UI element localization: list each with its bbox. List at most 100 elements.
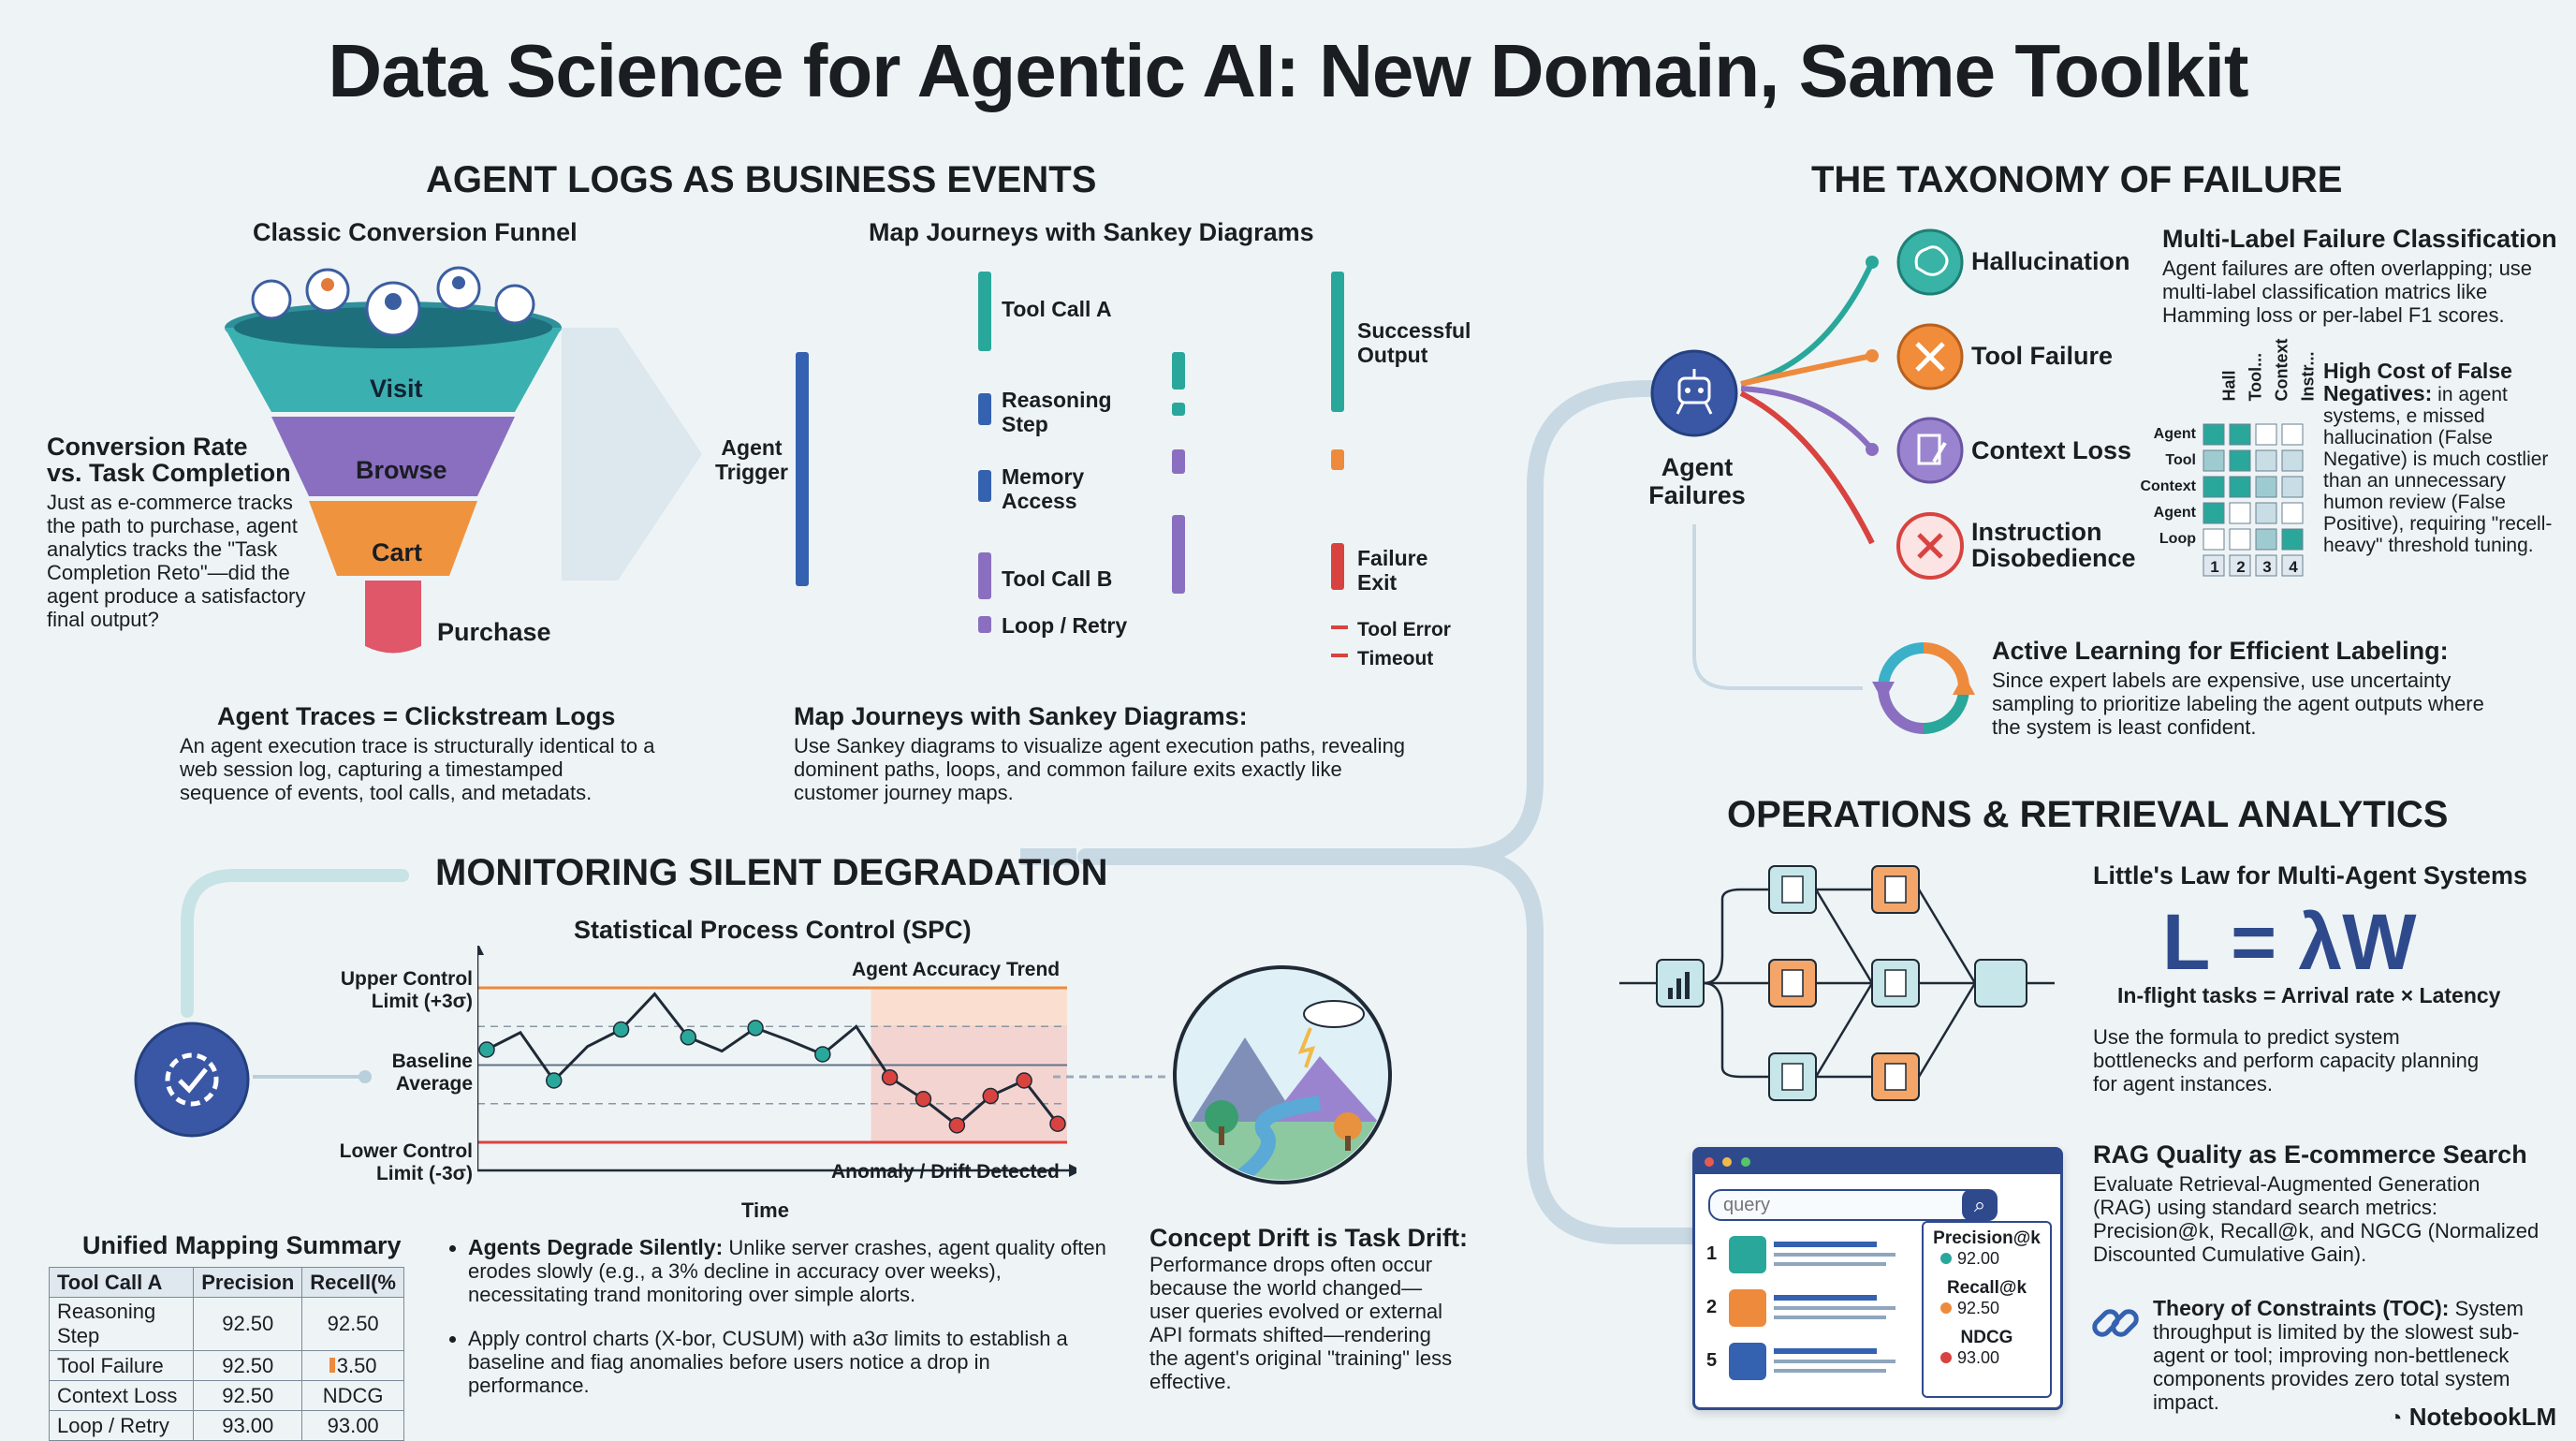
data-point bbox=[546, 1072, 563, 1089]
matrix-col-3: Context bbox=[2272, 338, 2291, 402]
failure-hallucination: Hallucination bbox=[1971, 247, 2130, 275]
drift-text: Performance drops often occur because th… bbox=[1149, 1253, 1453, 1393]
sankey-node-tool-b: Tool Call B bbox=[1002, 566, 1113, 591]
active-learning-text: Since expert labels are expensive, use u… bbox=[1992, 669, 2484, 739]
logs-heading: AGENT LOGS AS BUSINESS EVENTS bbox=[426, 159, 1097, 200]
table-cell: Tool Failure bbox=[48, 1350, 195, 1381]
sankey-node-memory: Memory Access bbox=[1002, 464, 1085, 513]
spc-title: Statistical Process Control (SPC) bbox=[574, 916, 972, 944]
table-row: Context Loss 92.50 NDCG bbox=[48, 1380, 404, 1411]
result-2-list-icon[interactable] bbox=[1729, 1289, 1766, 1327]
drift-title: Concept Drift is Task Drift: bbox=[1149, 1224, 1469, 1252]
matrix-row-1: Agent bbox=[2153, 426, 2196, 442]
bullet-1-title: Agents Degrade Silently: bbox=[468, 1235, 724, 1259]
lcl-label: Lower Control Limit (-3σ) bbox=[339, 1140, 473, 1184]
taxonomy-center-label-2: Failures bbox=[1648, 481, 1746, 509]
mapping-summary-table: Tool Call A Precision Recell(% Reasoning… bbox=[48, 1267, 404, 1441]
summary-title: Unified Mapping Summary bbox=[82, 1231, 402, 1259]
degradation-bullets: Agents Degrade Silently: Unlike server c… bbox=[447, 1236, 1114, 1418]
data-point bbox=[982, 1087, 999, 1105]
result-rank-3: 5 bbox=[1706, 1350, 1718, 1371]
result-1-search-icon[interactable] bbox=[1729, 1236, 1766, 1273]
traces-text: An agent execution trace is structurally… bbox=[180, 734, 655, 804]
multilabel-text: Agent failures are often overlapping; us… bbox=[2162, 257, 2533, 327]
data-point bbox=[478, 1041, 495, 1058]
rag-search-window: ⌕ 1 2 5 Precision@k 92.00 Recall@k 92.50… bbox=[1692, 1147, 2063, 1410]
search-button[interactable]: ⌕ bbox=[1962, 1189, 1998, 1221]
toc-text: System throughput is limited by the slow… bbox=[2153, 1297, 2524, 1414]
data-point bbox=[747, 1020, 764, 1037]
data-point bbox=[881, 1068, 899, 1086]
document-edit-icon bbox=[1896, 417, 1964, 484]
false-negative-title-2: Negatives: bbox=[2323, 381, 2433, 405]
data-point bbox=[1049, 1115, 1066, 1132]
table-row: Loop / Retry 93.00 93.00 bbox=[48, 1410, 404, 1441]
littles-law-caption: In-flight tasks = Arrival rate × Latency bbox=[2117, 983, 2501, 1007]
matrix-row-4: Agent bbox=[2153, 505, 2196, 521]
failure-tool: Tool Failure bbox=[1971, 342, 2114, 370]
brain-icon bbox=[1896, 228, 1964, 296]
gear-check-icon bbox=[134, 1022, 250, 1138]
matrix-num-4: 4 bbox=[2289, 558, 2298, 576]
failure-instruction: Instruction bbox=[1971, 518, 2102, 546]
chain-link-icon bbox=[2092, 1309, 2139, 1337]
taxonomy-center-label-1: Agent bbox=[1661, 453, 1734, 481]
sankey-node-tool-error: Tool Error bbox=[1357, 619, 1451, 640]
bullet-item: Apply control charts (X-bor, CUSUM) with… bbox=[468, 1327, 1114, 1397]
metric-precision-value: 92.00 bbox=[1957, 1249, 2000, 1268]
metric-ndcg-value: 93.00 bbox=[1957, 1348, 2000, 1367]
matrix-row-3: Context bbox=[2140, 478, 2196, 494]
data-point bbox=[948, 1117, 966, 1134]
sankey-title: Map Journeys with Sankey Diagrams bbox=[869, 218, 1314, 246]
table-header-cell: Recell(% bbox=[301, 1267, 404, 1298]
result-rank-2: 2 bbox=[1706, 1297, 1718, 1317]
sankey-node-tool-a: Tool Call A bbox=[1002, 297, 1112, 321]
brand-icon: ◔ bbox=[2389, 1405, 2403, 1431]
matrix-columns: Hall Tool... Context Instr... bbox=[2200, 339, 2318, 419]
data-point bbox=[915, 1091, 932, 1108]
metric-precision-label: Precision@k bbox=[1933, 1228, 2041, 1248]
conversion-text: Just as e-commerce tracks the path to pu… bbox=[47, 491, 306, 631]
search-field[interactable] bbox=[1721, 1194, 1931, 1217]
table-cell: NDCG bbox=[301, 1380, 404, 1411]
landscape-drift-icon bbox=[1173, 965, 1392, 1184]
search-input[interactable] bbox=[1708, 1189, 1993, 1221]
sankey-node-timeout: Timeout bbox=[1357, 648, 1434, 669]
page-title: Data Science for Agentic AI: New Domain,… bbox=[328, 29, 2248, 112]
prohibited-icon bbox=[1896, 512, 1964, 580]
ndcg-dot-icon bbox=[1940, 1352, 1952, 1363]
table-cell: 93.00 bbox=[301, 1410, 404, 1441]
table-header-cell: Precision bbox=[193, 1267, 303, 1298]
sankey-desc-text: Use Sankey diagrams to visualize agent e… bbox=[794, 734, 1406, 804]
matrix-col-2: Tool... bbox=[2246, 352, 2265, 402]
recall-dot-icon bbox=[1940, 1302, 1952, 1314]
bullet-item: Agents Degrade Silently: Unlike server c… bbox=[468, 1235, 1114, 1307]
failure-context: Context Loss bbox=[1971, 436, 2132, 464]
metric-recall-label: Recall@k bbox=[1946, 1278, 2027, 1298]
metric-ndcg-label: NDCG bbox=[1960, 1328, 2013, 1347]
taxonomy-heading: THE TAXONOMY OF FAILURE bbox=[1811, 159, 2343, 200]
spc-control-chart bbox=[477, 946, 1076, 1177]
bullet-1-text: Unlike server crashes, agent quality oft… bbox=[468, 1236, 1106, 1306]
table-cell: 92.50 bbox=[301, 1297, 404, 1351]
highlight-mark bbox=[329, 1357, 335, 1373]
table-row: Tool Failure 92.50 3.50 bbox=[48, 1350, 404, 1381]
result-3-link-icon[interactable] bbox=[1729, 1343, 1766, 1380]
false-negative-text: in agent systems, e missed hallucination… bbox=[2323, 384, 2553, 556]
sankey-desc-title: Map Journeys with Sankey Diagrams: bbox=[794, 702, 1248, 730]
ucl-label: Upper Control Limit (+3σ) bbox=[340, 968, 473, 1012]
sankey-node-trigger: Agent Trigger bbox=[715, 435, 788, 484]
table-cell: Context Loss bbox=[48, 1380, 195, 1411]
conversion-title-2: vs. Task Completion bbox=[47, 459, 291, 487]
table-cell: 92.50 bbox=[193, 1380, 303, 1411]
table-cell: 92.50 bbox=[193, 1297, 303, 1351]
matrix-num-3: 3 bbox=[2262, 558, 2272, 576]
sankey-node-reasoning: Reasoning Step bbox=[1002, 388, 1112, 436]
sankey-node-success: Successful Output bbox=[1357, 318, 1471, 367]
brand-logo: ◔ NotebookLM bbox=[2389, 1403, 2556, 1432]
result-snippets bbox=[1774, 1242, 1895, 1373]
anomaly-label: Anomaly / Drift Detected bbox=[831, 1161, 1060, 1183]
taxonomy-branches bbox=[1739, 256, 1879, 545]
data-point bbox=[1016, 1072, 1032, 1089]
